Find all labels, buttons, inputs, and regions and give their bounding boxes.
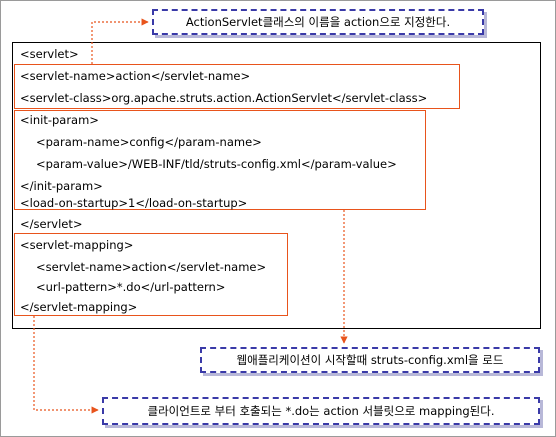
code-line-mapping-servlet-name: <servlet-name>action</servlet-name> (36, 260, 267, 274)
code-line-init-param-close: </init-param> (20, 179, 103, 193)
code-line-servlet-name: <servlet-name>action</servlet-name> (20, 69, 251, 83)
code-line-servlet-open: <servlet> (20, 47, 79, 61)
callout-servlet-name: ActionServlet클래스의 이름을 action으로 지정한다. (152, 9, 484, 35)
callout-servlet-name-text: ActionServlet클래스의 이름을 action으로 지정한다. (185, 15, 451, 29)
servlet-mapping-highlight (14, 233, 288, 316)
callout-servlet-mapping: 클라이언트로 부터 호출되는 *.do는 action 서블릿으로 mappin… (102, 397, 540, 425)
callout-servlet-mapping-text: 클라이언트로 부터 호출되는 *.do는 action 서블릿으로 mappin… (147, 404, 495, 418)
web-xml-code-block (12, 42, 541, 329)
code-line-param-name: <param-name>config</param-name> (36, 135, 262, 149)
code-line-servlet-mapping-close: </servlet-mapping> (20, 300, 138, 314)
code-line-servlet-close: </servlet> (20, 217, 83, 231)
code-line-param-value: <param-value>/WEB-INF/tld/struts-config.… (36, 157, 397, 171)
code-line-servlet-class: <servlet-class>org.apache.struts.action.… (20, 91, 428, 105)
code-line-init-param-open: <init-param> (20, 113, 99, 127)
init-param-highlight (14, 110, 426, 210)
code-line-url-pattern: <url-pattern>*.do</url-pattern> (36, 280, 226, 294)
servlet-definition-highlight (14, 64, 460, 109)
callout-init-param: 웹애플리케이션이 시작할때 struts-config.xml을 로드 (200, 347, 540, 373)
code-line-servlet-mapping-open: <servlet-mapping> (20, 238, 134, 252)
callout-init-param-text: 웹애플리케이션이 시작할때 struts-config.xml을 로드 (236, 353, 504, 367)
code-line-load-on-startup: <load-on-startup>1</load-on-startup> (20, 196, 248, 210)
